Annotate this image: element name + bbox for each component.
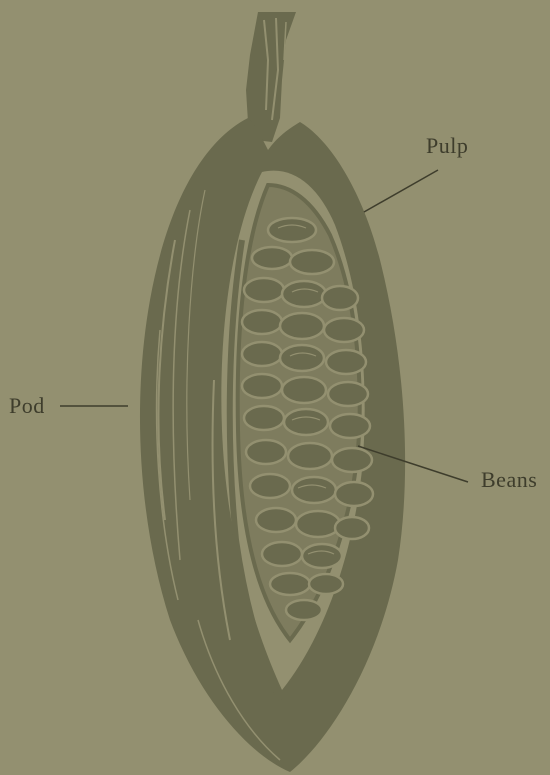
pulp-leader-line	[364, 170, 438, 212]
beans-label: Beans	[481, 467, 537, 493]
stem	[246, 12, 296, 142]
pulp-label: Pulp	[426, 133, 468, 159]
pod-label: Pod	[9, 393, 45, 419]
